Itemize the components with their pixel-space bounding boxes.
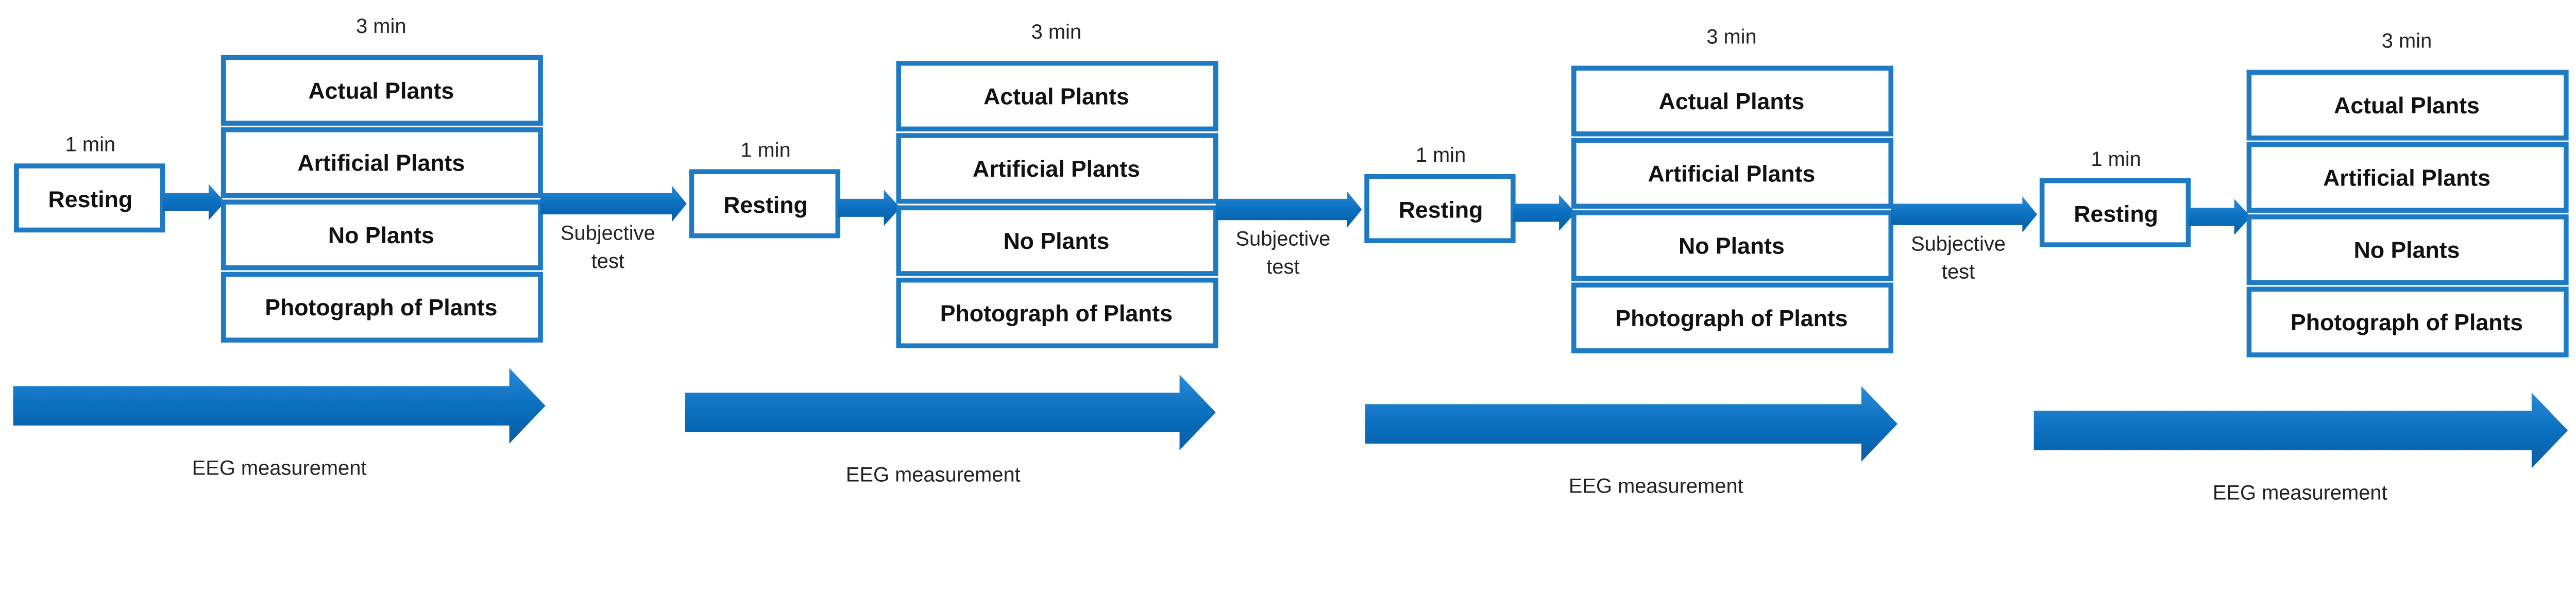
resting-label: Resting — [723, 193, 808, 218]
condition-label: Artificial Plants — [1648, 161, 1816, 187]
subjective-test-label: test — [1266, 256, 1299, 278]
condition-label: Actual Plants — [1659, 89, 1805, 114]
condition-box — [2246, 70, 2569, 141]
condition-box — [221, 127, 543, 198]
resting-label: Resting — [1399, 198, 1483, 223]
resting-duration-label: 1 min — [740, 139, 790, 162]
condition-label: No Plants — [1679, 234, 1785, 259]
resting-box — [2039, 178, 2191, 247]
resting-box — [14, 163, 165, 233]
subjective-test-label: Subjective — [561, 222, 655, 245]
conditions-duration-label: 3 min — [2382, 29, 2432, 52]
resting-to-conditions-arrow — [162, 184, 225, 221]
condition-label: Artificial Plants — [297, 151, 465, 176]
condition-box — [896, 205, 1218, 276]
condition-box — [221, 272, 543, 343]
subjective-test-arrow — [1215, 191, 1362, 228]
subjective-test-label: Subjective — [1235, 228, 1330, 250]
resting-label: Resting — [48, 187, 133, 212]
condition-box — [1571, 282, 1894, 353]
conditions-duration-label: 3 min — [356, 15, 406, 38]
eeg-measurement-label: EEG measurement — [846, 463, 1021, 486]
condition-label: No Plants — [1003, 229, 1109, 254]
resting-duration-label: 1 min — [1416, 144, 1466, 166]
condition-box — [1571, 65, 1894, 137]
eeg-measurement-label: EEG measurement — [2213, 481, 2387, 504]
resting-label: Resting — [2074, 201, 2158, 227]
condition-label: Photograph of Plants — [1615, 306, 1848, 331]
eeg-measurement-arrow — [2033, 393, 2568, 468]
conditions-duration-label: 3 min — [1031, 21, 1081, 43]
subjective-test-label: Subjective — [1911, 232, 2006, 255]
condition-label: Artificial Plants — [2323, 165, 2490, 191]
resting-to-conditions-arrow — [2188, 198, 2251, 235]
condition-label: Artificial Plants — [973, 157, 1140, 182]
subjective-test-arrow — [1891, 196, 2038, 233]
eeg-measurement-arrow — [13, 368, 546, 444]
conditions-duration-label: 3 min — [1706, 26, 1756, 48]
resting-duration-label: 1 min — [65, 133, 115, 156]
eeg-measurement-label: EEG measurement — [1569, 475, 1743, 498]
condition-box — [1571, 210, 1894, 281]
condition-box — [221, 199, 543, 270]
condition-box — [2246, 142, 2569, 213]
resting-duration-label: 1 min — [2091, 148, 2141, 171]
condition-label: No Plants — [328, 223, 434, 248]
condition-label: Photograph of Plants — [265, 295, 497, 320]
condition-label: Actual Plants — [984, 84, 1129, 109]
condition-box — [221, 55, 543, 126]
resting-to-conditions-arrow — [1513, 194, 1576, 231]
condition-box — [896, 60, 1218, 132]
condition-label: Actual Plants — [2334, 93, 2480, 119]
condition-box — [2246, 286, 2569, 358]
condition-label: Photograph of Plants — [940, 301, 1173, 326]
condition-label: Photograph of Plants — [2291, 310, 2523, 335]
condition-box — [2246, 214, 2569, 285]
condition-box — [1571, 138, 1894, 209]
resting-to-conditions-arrow — [838, 190, 901, 226]
subjective-test-arrow — [540, 185, 687, 222]
condition-label: Actual Plants — [308, 78, 454, 104]
subjective-test-label: test — [591, 250, 624, 273]
condition-box — [896, 277, 1218, 349]
eeg-measurement-label: EEG measurement — [192, 457, 367, 480]
condition-box — [896, 133, 1218, 204]
eeg-measurement-arrow — [685, 375, 1216, 450]
condition-label: No Plants — [2354, 238, 2460, 263]
subjective-test-label: test — [1942, 260, 1975, 283]
eeg-measurement-arrow — [1365, 386, 1898, 462]
